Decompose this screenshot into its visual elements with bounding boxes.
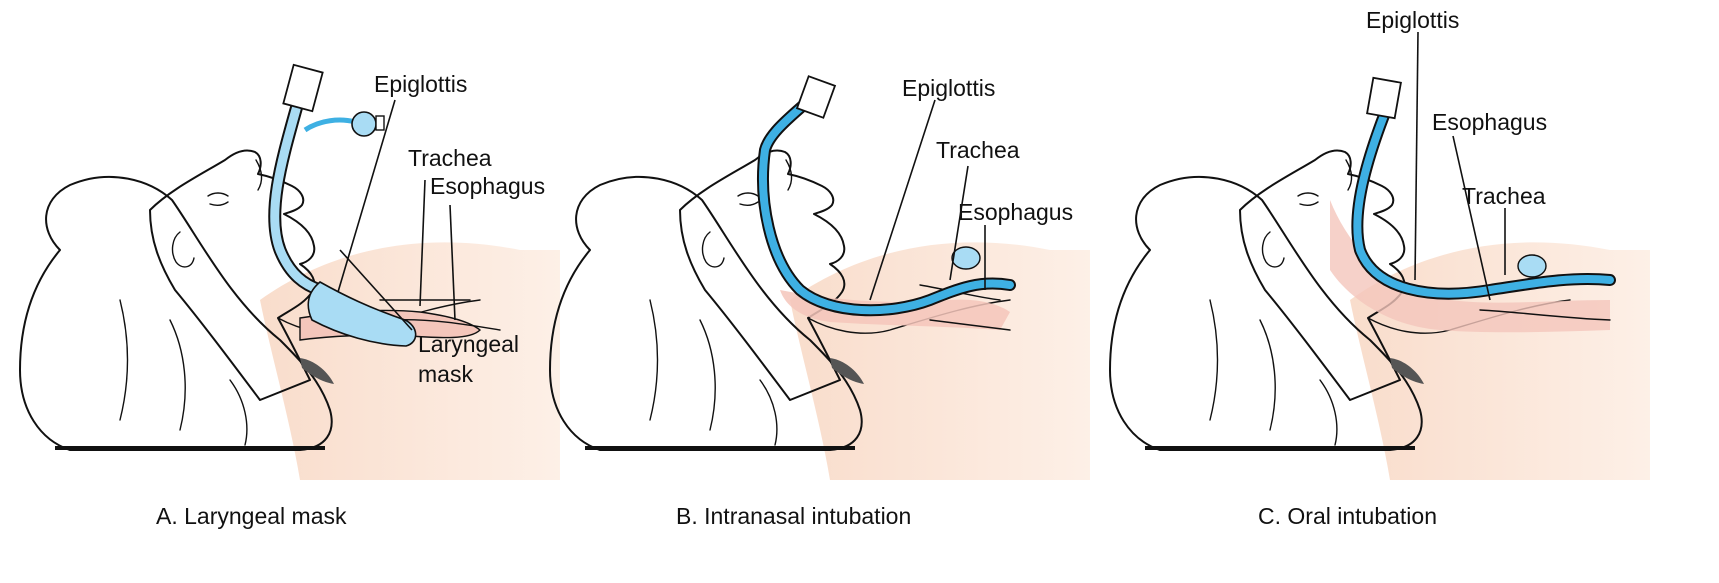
airway-c (1330, 200, 1610, 333)
cuff-b (951, 246, 981, 270)
nasal-tube (759, 86, 1014, 315)
label-trachea-b: Trachea (936, 137, 1020, 163)
label-esophagus-c: Esophagus (1432, 109, 1547, 135)
label-trachea-a: Trachea (408, 145, 492, 171)
tube-connector-b (795, 75, 837, 119)
tube-connector-c (1366, 76, 1402, 120)
label-laryngeal-mask-line1: Laryngeal (418, 331, 519, 357)
inflation-line (303, 117, 356, 133)
oral-tube (1353, 96, 1614, 298)
caption-c: C. Oral intubation (1258, 503, 1437, 529)
label-esophagus-a: Esophagus (430, 173, 545, 199)
cuff-c (1517, 254, 1547, 278)
panel-c: Epiglottis Esophagus Trachea C. Oral int… (1109, 7, 1651, 529)
label-esophagus-b: Esophagus (958, 199, 1073, 225)
panel-a: Epiglottis Trachea Esophagus Laryngeal m… (19, 63, 561, 529)
laryngeal-mask-cuff (307, 281, 417, 347)
caption-a: A. Laryngeal mask (156, 503, 347, 529)
label-epiglottis-b: Epiglottis (902, 75, 995, 101)
panel-b: Epiglottis Trachea Esophagus B. Intranas… (549, 75, 1091, 529)
label-epiglottis-a: Epiglottis (374, 71, 467, 97)
label-trachea-c: Trachea (1462, 183, 1546, 209)
mask-tube (270, 90, 325, 295)
tube-connector-a (282, 63, 324, 113)
label-laryngeal-mask-line2: mask (418, 361, 473, 387)
pilot-balloon (351, 111, 377, 137)
caption-b: B. Intranasal intubation (676, 503, 911, 529)
label-epiglottis-c: Epiglottis (1366, 7, 1459, 33)
